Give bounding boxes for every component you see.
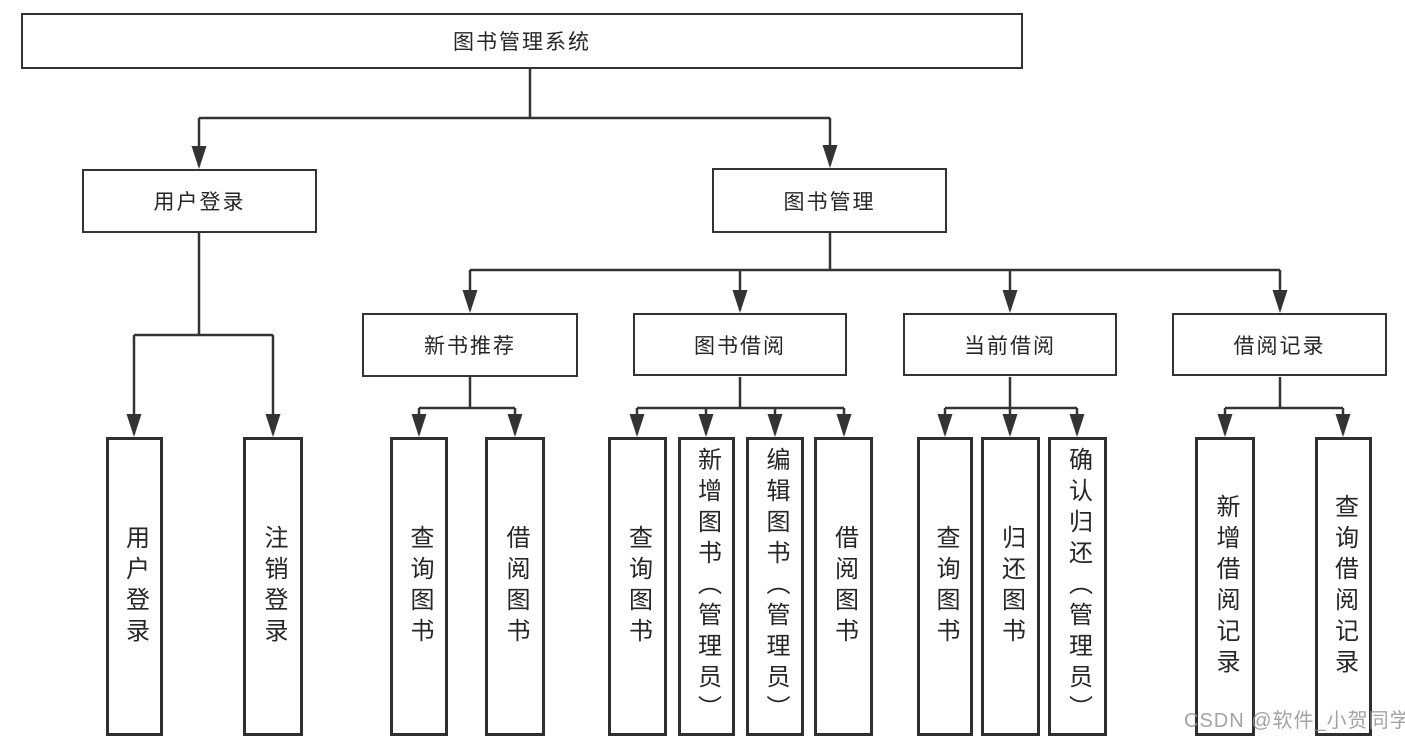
leaf-borrow-query-books-label: 查询图书 xyxy=(624,524,652,649)
leaf-user-login: 用户登录 xyxy=(106,437,163,736)
watermark: CSDN @软件_小贺同学 xyxy=(1184,710,1405,732)
leaf-edit-books-admin: 编辑图书（管理员） xyxy=(746,437,804,736)
leaf-edit-books-admin-label: 编辑图书（管理员） xyxy=(762,447,789,726)
node-root-system-label: 图书管理系统 xyxy=(453,31,591,54)
leaf-recommend-query-books: 查询图书 xyxy=(390,437,448,736)
leaf-query-borrow-record: 查询借阅记录 xyxy=(1315,437,1372,736)
node-current-borrow: 当前借阅 xyxy=(903,313,1117,376)
leaf-borrow-query-books: 查询图书 xyxy=(608,437,667,736)
node-book-management: 图书管理 xyxy=(712,168,947,233)
node-borrow-records: 借阅记录 xyxy=(1172,313,1387,376)
leaf-recommend-borrow-books: 借阅图书 xyxy=(485,437,545,736)
leaf-add-books-admin-label: 新增图书（管理员） xyxy=(693,447,721,726)
node-user-login: 用户登录 xyxy=(82,169,317,233)
leaf-return-books-label: 归还图书 xyxy=(997,524,1025,649)
node-book-management-label: 图书管理 xyxy=(783,190,876,214)
leaf-recommend-query-books-label: 查询图书 xyxy=(406,524,433,649)
node-current-borrow-label: 当前借阅 xyxy=(964,334,1056,358)
leaf-add-borrow-record-label: 新增借阅记录 xyxy=(1212,493,1239,680)
node-new-book-recommend: 新书推荐 xyxy=(362,313,578,377)
leaf-logout-label: 注销登录 xyxy=(260,524,287,649)
leaf-return-books: 归还图书 xyxy=(981,437,1040,736)
leaf-confirm-return-admin-label: 确认归还（管理员） xyxy=(1064,447,1092,726)
node-new-book-recommend-label: 新书推荐 xyxy=(424,335,516,358)
leaf-current-query-books-label: 查询图书 xyxy=(932,524,959,649)
arrowheads xyxy=(126,145,1351,437)
node-book-borrow: 图书借阅 xyxy=(633,313,847,376)
node-book-borrow-label: 图书借阅 xyxy=(694,334,786,358)
leaf-borrow-books-label: 借阅图书 xyxy=(830,524,858,649)
leaf-confirm-return-admin: 确认归还（管理员） xyxy=(1048,437,1107,736)
leaf-logout: 注销登录 xyxy=(243,437,303,736)
node-user-login-label: 用户登录 xyxy=(153,191,246,214)
leaf-add-books-admin: 新增图书（管理员） xyxy=(678,437,735,736)
leaf-user-login-label: 用户登录 xyxy=(121,524,149,649)
leaf-add-borrow-record: 新增借阅记录 xyxy=(1195,437,1255,736)
leaf-recommend-borrow-books-label: 借阅图书 xyxy=(502,524,529,649)
leaf-current-query-books: 查询图书 xyxy=(917,437,973,736)
leaf-borrow-books: 借阅图书 xyxy=(814,437,873,736)
node-root-system: 图书管理系统 xyxy=(21,13,1023,69)
connector-strokes xyxy=(132,69,1345,434)
leaf-query-borrow-record-label: 查询借阅记录 xyxy=(1330,493,1358,680)
node-borrow-records-label: 借阅记录 xyxy=(1233,334,1326,358)
